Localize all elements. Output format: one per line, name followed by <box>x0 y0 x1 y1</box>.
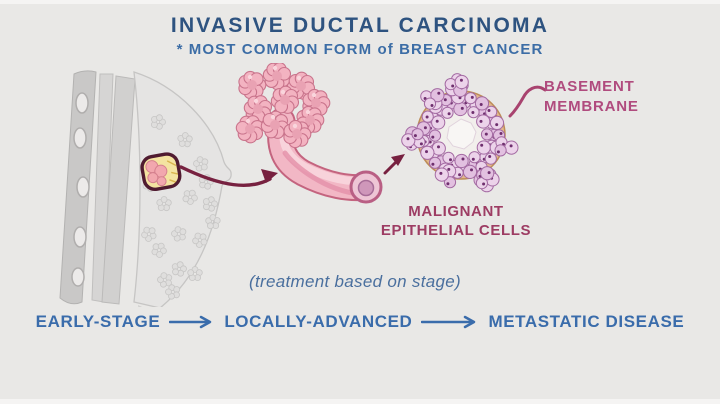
flow-arrow-icon <box>169 315 212 329</box>
tumor-highlight-box <box>140 152 182 192</box>
lobule-grape-clusters <box>235 63 331 149</box>
duct-and-lobules-illustration <box>235 63 383 204</box>
treatment-note: (treatment based on stage) <box>249 272 461 291</box>
page-subtitle: * MOST COMMON FORM of BREAST CANCER <box>176 41 544 58</box>
malignant-cell-clusters <box>401 73 519 193</box>
breast-fold <box>138 305 143 307</box>
rib-band <box>59 70 97 305</box>
duct-to-ring-arrow-icon <box>383 154 405 175</box>
basement-membrane-label: BASEMENT MEMBRANE <box>544 78 639 115</box>
pectoral-muscle-band <box>101 75 136 305</box>
malignant-cells-label: MALIGNANT EPITHELIAL CELLS <box>380 203 532 240</box>
basement-membrane-leader-line <box>508 85 547 118</box>
zoom-arrow-icon <box>179 165 278 187</box>
stage-metastatic: METASTATIC DISEASE <box>488 312 685 331</box>
duct-cut-opening <box>349 170 383 204</box>
stage-progression-row: EARLY-STAGE LOCALLY-ADVANCED METASTATIC … <box>0 309 720 335</box>
duct-lumen <box>446 118 477 150</box>
duct-ring-cross-section <box>401 73 519 193</box>
top-edge-strip <box>0 0 720 4</box>
breast-cross-section-illustration <box>59 70 232 307</box>
flow-arrow-icon <box>421 315 476 329</box>
stage-early: EARLY-STAGE <box>35 312 161 331</box>
stage-locally-advanced: LOCALLY-ADVANCED <box>224 312 413 331</box>
bottom-edge-strip <box>0 399 720 404</box>
page-title: INVASIVE DUCTAL CARCINOMA <box>170 14 550 37</box>
